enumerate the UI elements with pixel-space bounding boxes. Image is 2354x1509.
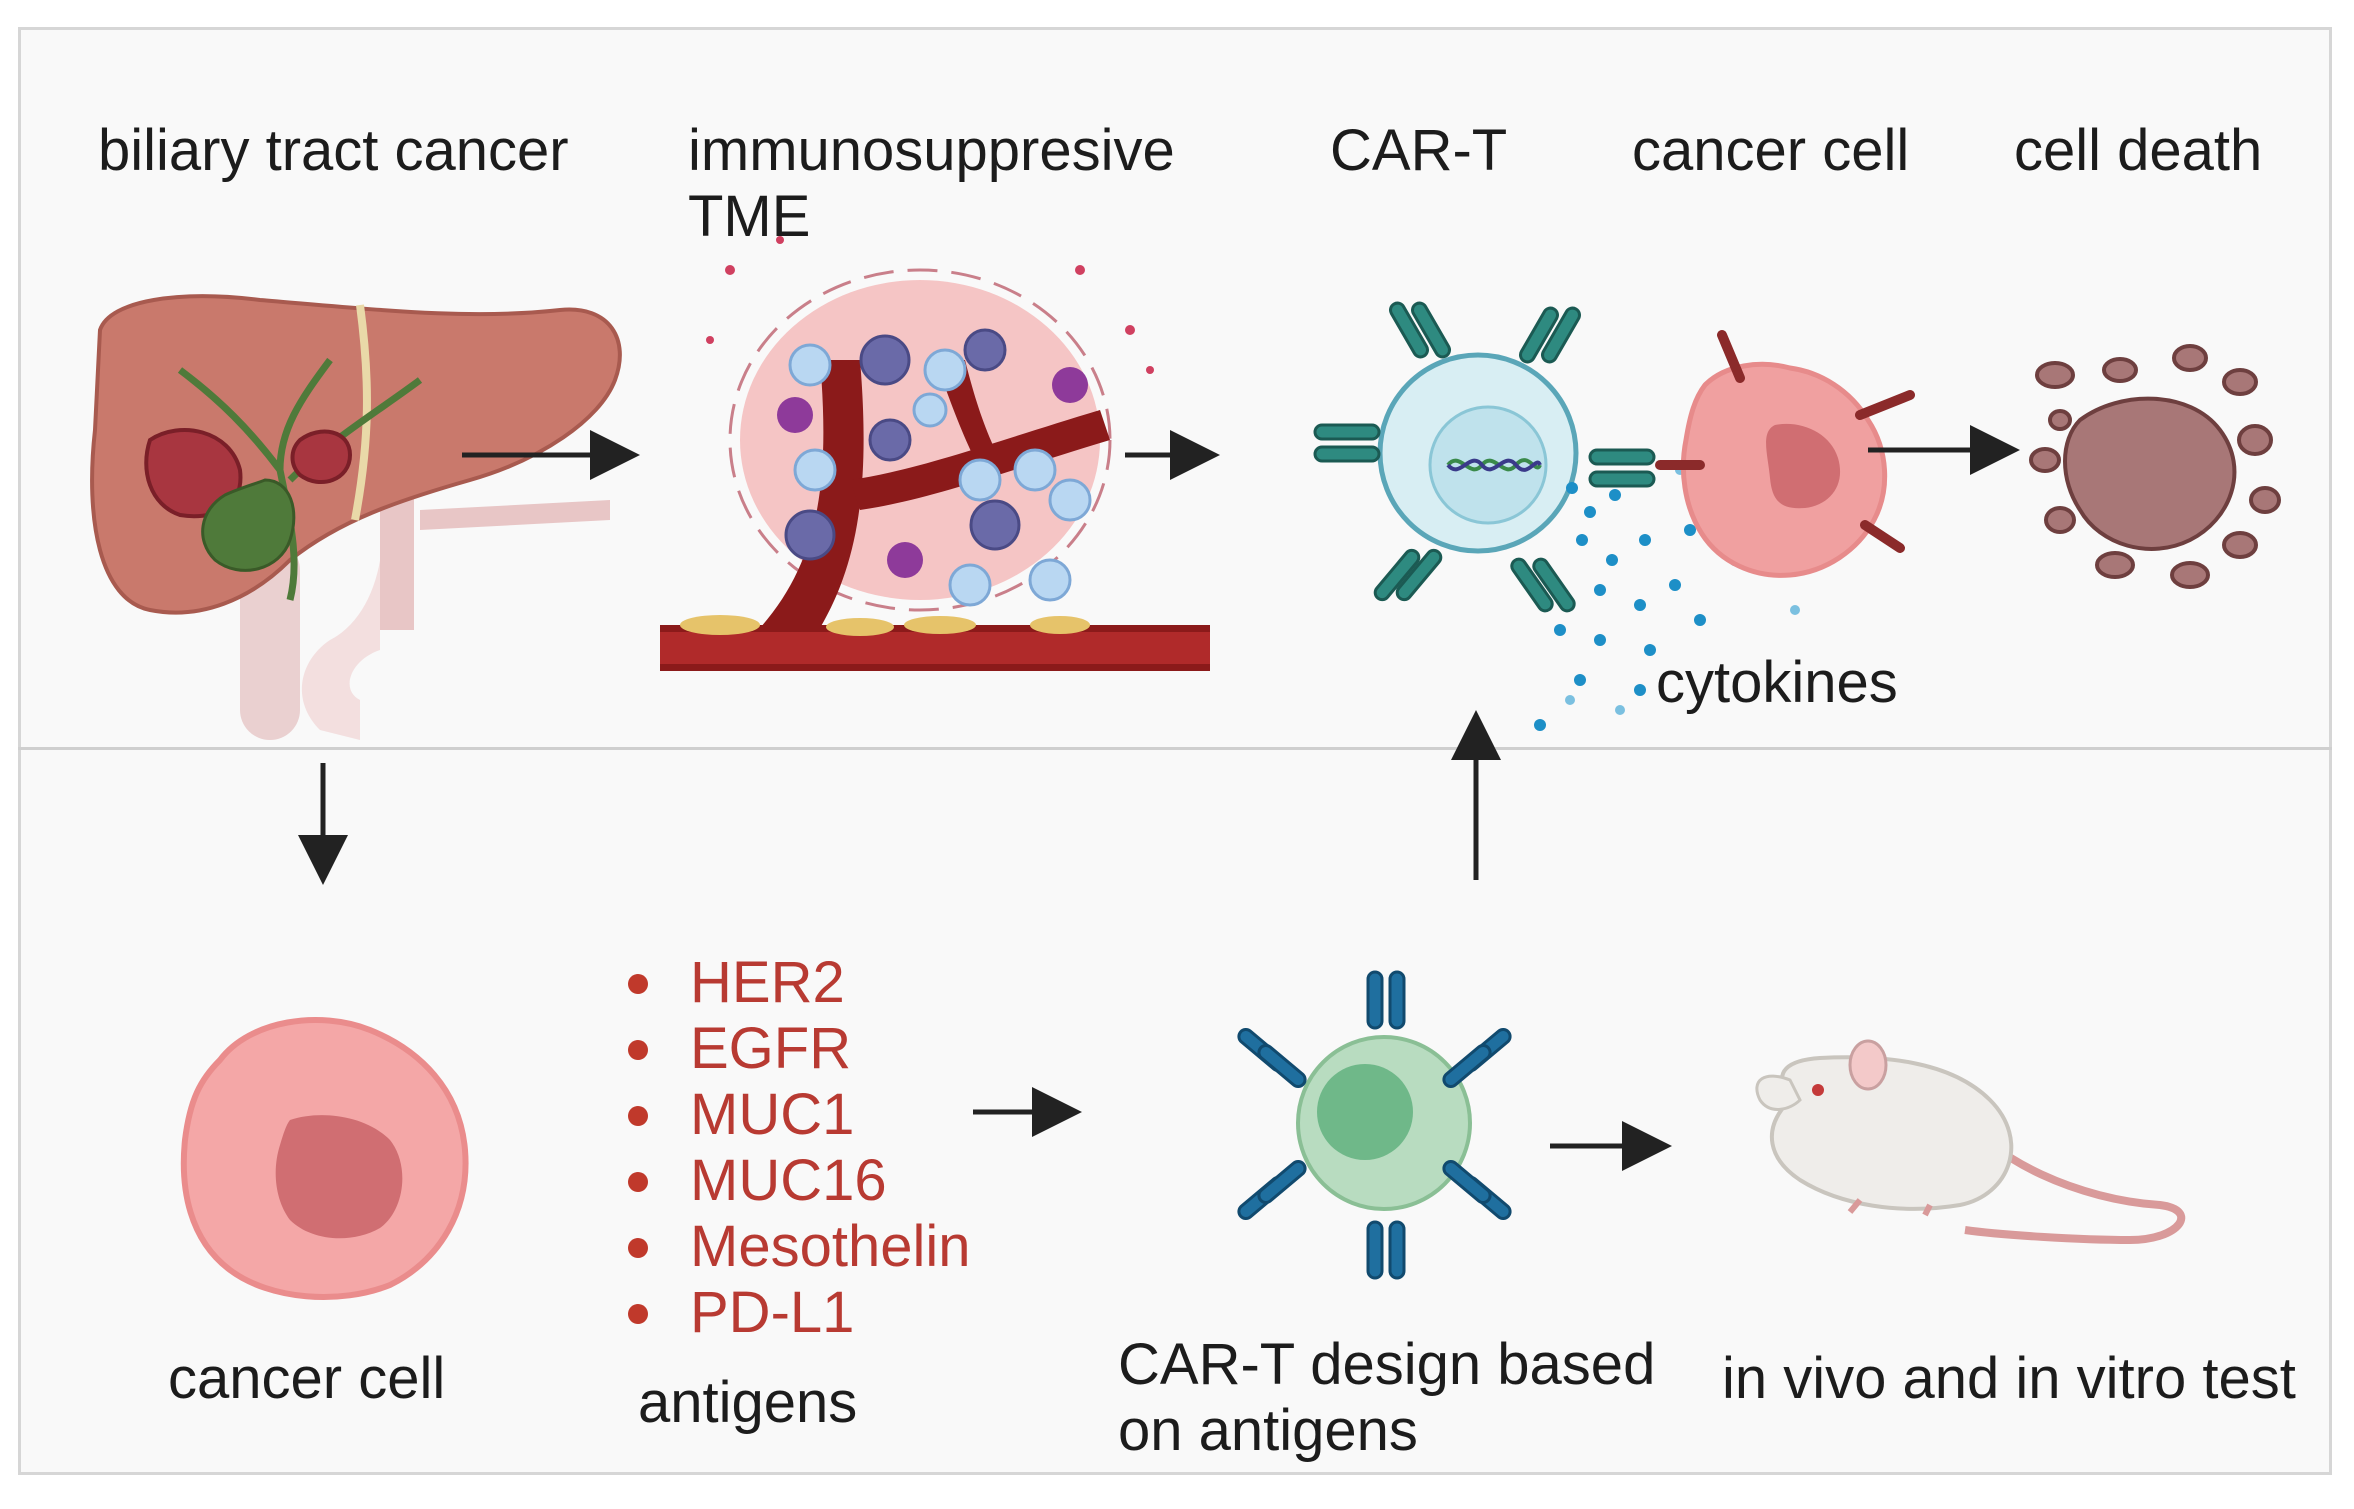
label-cell-death: cell death — [2014, 118, 2263, 183]
label-car-t-design-2: on antigens — [1118, 1398, 1418, 1463]
antigen-item: MUC16 — [620, 1148, 970, 1214]
label-tme: TME — [688, 184, 811, 249]
tme-illustration — [660, 236, 1210, 671]
antigen-item: Mesothelin — [620, 1214, 970, 1280]
car-receptors-top — [1313, 301, 1656, 613]
antigen-item: PD-L1 — [620, 1280, 970, 1346]
label-cytokines: cytokines — [1656, 650, 1898, 715]
cancer-cell-bottom — [180, 1017, 469, 1300]
antigen-list: HER2 EGFR MUC1 MUC16 Mesothelin PD-L1 — [620, 950, 970, 1346]
label-car-t: CAR-T — [1330, 118, 1508, 183]
car-t-design-cell — [1296, 1035, 1472, 1211]
mouse-illustration — [1755, 1039, 2186, 1245]
cancer-cell-top — [1655, 330, 1915, 578]
label-biliary-tract-cancer: biliary tract cancer — [98, 118, 569, 183]
label-car-t-design-1: CAR-T design based — [1118, 1332, 1656, 1397]
antigen-item: EGFR — [620, 1016, 970, 1082]
label-cancer-cell-top: cancer cell — [1632, 118, 1910, 183]
antigen-item: HER2 — [620, 950, 970, 1016]
label-cancer-cell-bottom: cancer cell — [168, 1346, 446, 1411]
dead-cell-fragments — [2029, 344, 2281, 589]
label-immunosuppressive: immunosuppresive — [688, 118, 1175, 183]
car-t-cell-top — [1377, 352, 1579, 554]
liver-illustration — [90, 294, 622, 740]
antigen-item: MUC1 — [620, 1082, 970, 1148]
label-antigens: antigens — [638, 1370, 858, 1435]
section-divider — [18, 747, 2332, 750]
label-in-vivo-test: in vivo and in vitro test — [1722, 1346, 2296, 1411]
flow-arrows — [298, 425, 2020, 1171]
car-receptors-bottom — [1237, 970, 1512, 1280]
